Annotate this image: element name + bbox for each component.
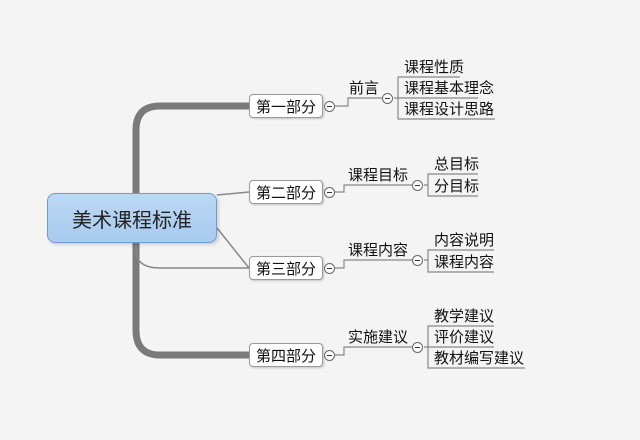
part-3-item[interactable]: 课程内容 — [434, 253, 495, 271]
part-1-topic[interactable]: 前言 — [349, 79, 380, 97]
part2-bracket — [424, 173, 478, 197]
part1-bracket — [394, 76, 495, 120]
part-1-collapse-icon[interactable] — [324, 101, 335, 112]
part-1-node[interactable]: 第一部分 — [249, 94, 323, 118]
trunk-branch-3 — [135, 243, 249, 269]
root-topic[interactable]: 美术课程标准 — [47, 193, 217, 243]
part2-connector — [330, 184, 413, 193]
part-3-collapse-icon[interactable] — [324, 263, 335, 274]
part-4-item[interactable]: 评价建议 — [434, 328, 495, 346]
trunk-connector-lower — [132, 239, 253, 359]
part4-connector — [330, 346, 413, 356]
part-3-item[interactable]: 内容说明 — [434, 231, 495, 249]
part-4-collapse-icon[interactable] — [324, 350, 335, 361]
part4-bracket — [424, 325, 525, 369]
part-4-item[interactable]: 教学建议 — [434, 307, 495, 325]
trunk-branch-2 — [216, 191, 250, 196]
part-2-topic[interactable]: 课程目标 — [348, 166, 409, 184]
part-3-topic-collapse-icon[interactable] — [412, 255, 423, 266]
part-1-item[interactable]: 课程性质 — [404, 58, 465, 76]
part-4-node[interactable]: 第四部分 — [249, 343, 323, 367]
trunk-branch-3b — [216, 227, 250, 269]
part-4-item[interactable]: 教材编写建议 — [434, 349, 525, 367]
part-2-node[interactable]: 第二部分 — [249, 180, 323, 204]
part3-bracket — [424, 249, 494, 273]
trunk-connector — [132, 102, 253, 197]
part-2-item[interactable]: 总目标 — [434, 155, 480, 173]
part1-connector — [330, 97, 383, 107]
part-4-topic[interactable]: 实施建议 — [348, 328, 409, 346]
part3-connector — [330, 259, 413, 269]
part-2-item[interactable]: 分目标 — [434, 177, 480, 195]
part-1-topic-collapse-icon[interactable] — [382, 93, 393, 104]
part-2-collapse-icon[interactable] — [324, 187, 335, 198]
part-1-item[interactable]: 课程基本理念 — [404, 79, 495, 97]
part-3-topic[interactable]: 课程内容 — [348, 241, 409, 259]
part-4-topic-collapse-icon[interactable] — [412, 342, 423, 353]
part-1-item[interactable]: 课程设计思路 — [404, 100, 495, 118]
part-3-node[interactable]: 第三部分 — [249, 256, 323, 280]
part-2-topic-collapse-icon[interactable] — [412, 180, 423, 191]
